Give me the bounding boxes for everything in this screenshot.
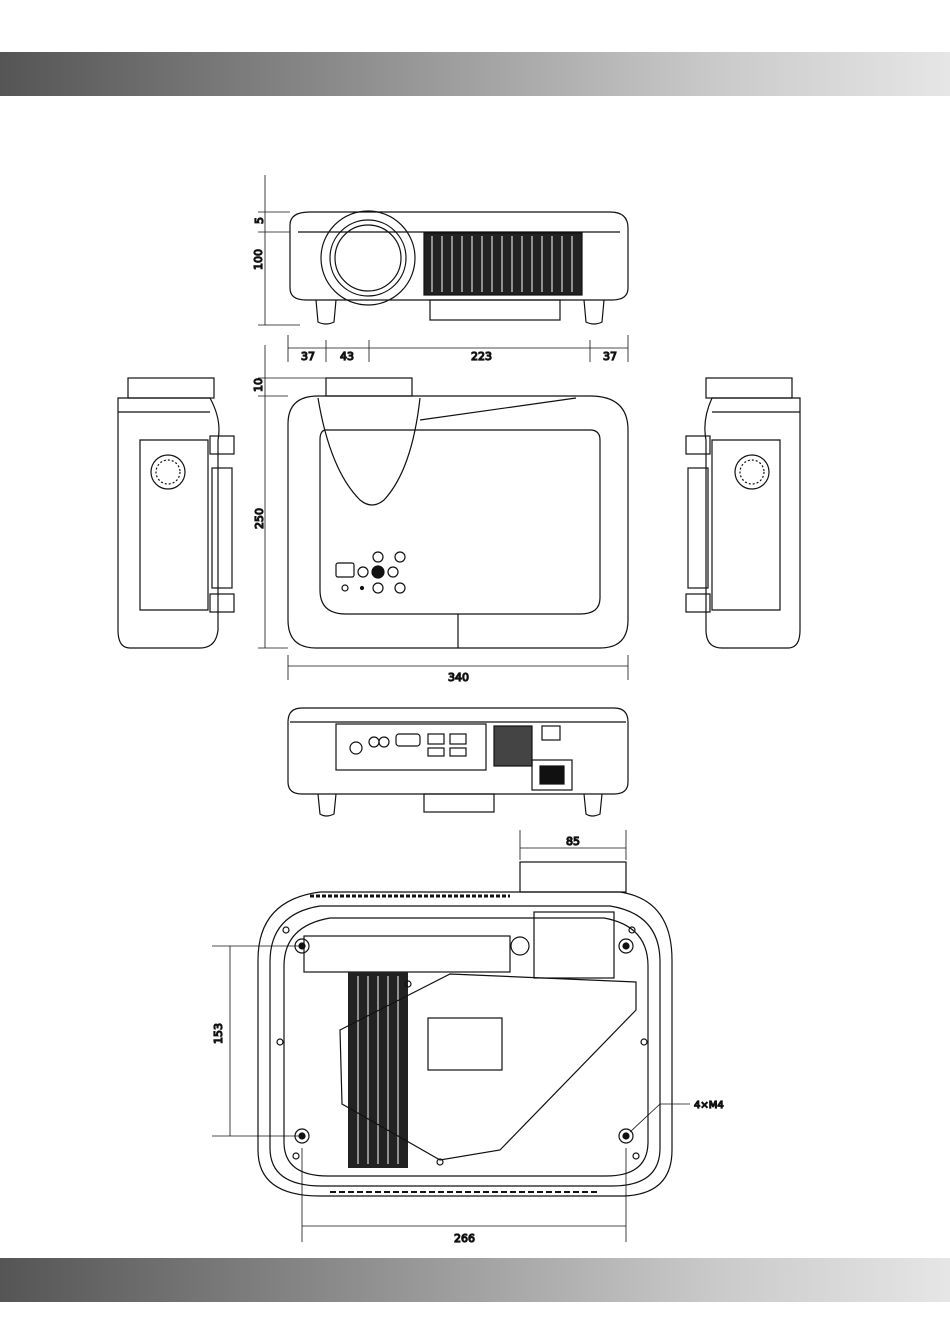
mount-holes xyxy=(295,939,633,1143)
rear-view xyxy=(288,708,628,816)
dim-bottom-mount-h: 266 xyxy=(454,1232,475,1245)
top-view xyxy=(288,378,628,648)
dim-front-w2: 43 xyxy=(340,350,354,363)
rear-vent xyxy=(494,726,532,766)
bottom-view xyxy=(258,862,672,1196)
right-side-view xyxy=(686,378,800,648)
dim-front-w4: 37 xyxy=(603,350,617,363)
dim-top-depth: 250 xyxy=(253,508,266,529)
dim-top-width: 340 xyxy=(448,671,469,684)
mount-screw-label: 4×M4 xyxy=(694,1100,724,1111)
front-foot-left xyxy=(316,300,336,324)
dim-bottom-lens-width: 85 xyxy=(566,835,580,848)
io-panel xyxy=(336,724,486,770)
front-foot-right xyxy=(584,300,604,324)
front-view xyxy=(290,211,628,324)
front-vent xyxy=(424,233,582,295)
dim-front-w3: 223 xyxy=(471,350,492,363)
dim-front-height: 100 xyxy=(252,249,265,270)
dim-front-top-offset: 5 xyxy=(253,217,266,224)
dim-top-lens-offset: 10 xyxy=(252,378,265,392)
dim-bottom-mount-v: 153 xyxy=(212,1023,225,1044)
dim-front-w1: 37 xyxy=(301,350,315,363)
top-dimension-lines xyxy=(258,345,628,680)
control-panel xyxy=(336,552,405,593)
left-side-view xyxy=(118,378,234,648)
